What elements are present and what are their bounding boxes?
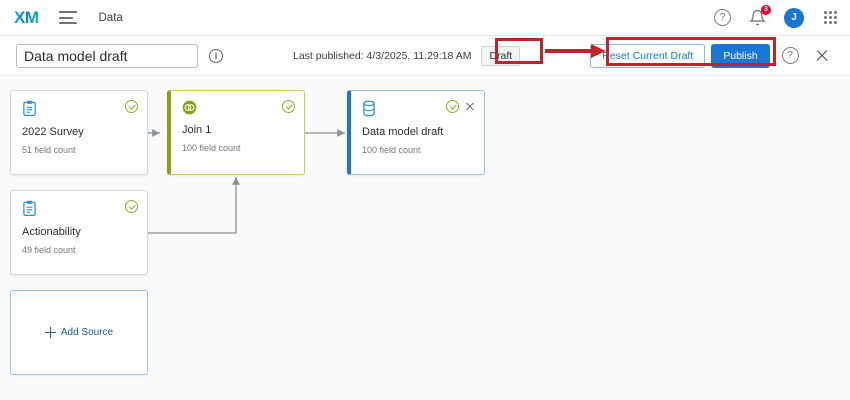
node-field-count: 100 field count [362, 145, 421, 155]
top-navigation-bar: XM Data ? 3 J [0, 0, 850, 36]
toolbar-help-button[interactable]: ? [781, 47, 799, 64]
node-status-icons [282, 100, 295, 113]
node-header [11, 191, 147, 217]
hamburger-line [58, 11, 77, 13]
status-badge: Draft [481, 45, 521, 66]
grid-dot [833, 11, 837, 14]
help-icon: ? [781, 47, 799, 64]
notification-badge: 3 [761, 4, 771, 15]
node-header [171, 91, 304, 115]
node-status-icons [446, 100, 475, 113]
info-icon[interactable]: i [209, 48, 223, 63]
data-model-canvas: 2022 Survey 51 field count Actionability… [0, 77, 850, 400]
close-icon[interactable] [815, 49, 829, 63]
grid-dot [823, 11, 827, 14]
node-status-icons [125, 100, 138, 113]
node-actionability[interactable]: Actionability 49 field count [10, 190, 148, 275]
data-model-title-input[interactable] [16, 43, 198, 68]
node-data-model-draft[interactable]: Data model draft 100 field count [347, 90, 485, 175]
editor-toolbar: i Last published: 4/3/2025, 11:29:18 AM … [0, 36, 850, 76]
node-header [351, 91, 484, 117]
node-field-count: 100 field count [182, 143, 241, 153]
remove-node-icon[interactable] [465, 102, 475, 112]
grid-dot [833, 21, 837, 24]
bell-icon [749, 9, 766, 26]
hamburger-line [58, 22, 77, 24]
hamburger-line [58, 16, 73, 19]
reset-current-draft-button[interactable]: Reset Current Draft [590, 43, 706, 68]
node-title: Data model draft [362, 126, 444, 138]
add-source-button[interactable]: Add Source [10, 290, 148, 375]
check-circle-icon [282, 100, 295, 113]
last-published-text: Last published: 4/3/2025, 11:29:18 AM [293, 49, 472, 62]
app-grid-icon[interactable] [822, 10, 838, 26]
check-circle-icon [125, 200, 138, 213]
node-status-icons [125, 200, 138, 213]
node-title: Actionability [22, 226, 81, 238]
node-title: Join 1 [182, 124, 212, 136]
clipboard-icon [23, 200, 36, 216]
node-header [11, 91, 147, 117]
grid-dot [823, 16, 827, 19]
help-icon: ? [714, 9, 731, 26]
check-circle-icon [125, 100, 138, 113]
join-venn-icon [182, 100, 197, 115]
publish-button[interactable]: Publish [711, 43, 770, 68]
nav-breadcrumb-data[interactable]: Data [98, 11, 123, 24]
user-avatar[interactable]: J [784, 7, 804, 28]
hamburger-menu-icon[interactable] [58, 11, 77, 24]
topbar-actions: ? 3 J [714, 4, 838, 28]
check-circle-icon [446, 100, 459, 113]
add-source-label: Add Source [60, 327, 114, 338]
grid-dot [823, 21, 827, 24]
database-icon [363, 100, 375, 117]
node-field-count: 49 field count [22, 245, 76, 255]
notifications-button[interactable]: 3 [749, 4, 771, 27]
toolbar-right-actions: ? [781, 47, 829, 64]
node-2022-survey[interactable]: 2022 Survey 51 field count [10, 90, 148, 175]
node-title: 2022 Survey [22, 126, 84, 138]
node-join-1[interactable]: Join 1 100 field count [167, 90, 305, 175]
plus-icon [44, 327, 56, 338]
node-field-count: 51 field count [22, 145, 76, 155]
grid-dot [828, 21, 832, 24]
grid-dot [833, 16, 837, 19]
help-button[interactable]: ? [714, 9, 731, 26]
connector-actionability-to-join [144, 177, 240, 234]
xm-logo[interactable]: XM [14, 8, 39, 27]
grid-dot [828, 16, 832, 19]
toolbar-button-group: Reset Current Draft Publish [590, 43, 770, 68]
clipboard-icon [23, 100, 36, 116]
grid-dot [828, 11, 832, 14]
